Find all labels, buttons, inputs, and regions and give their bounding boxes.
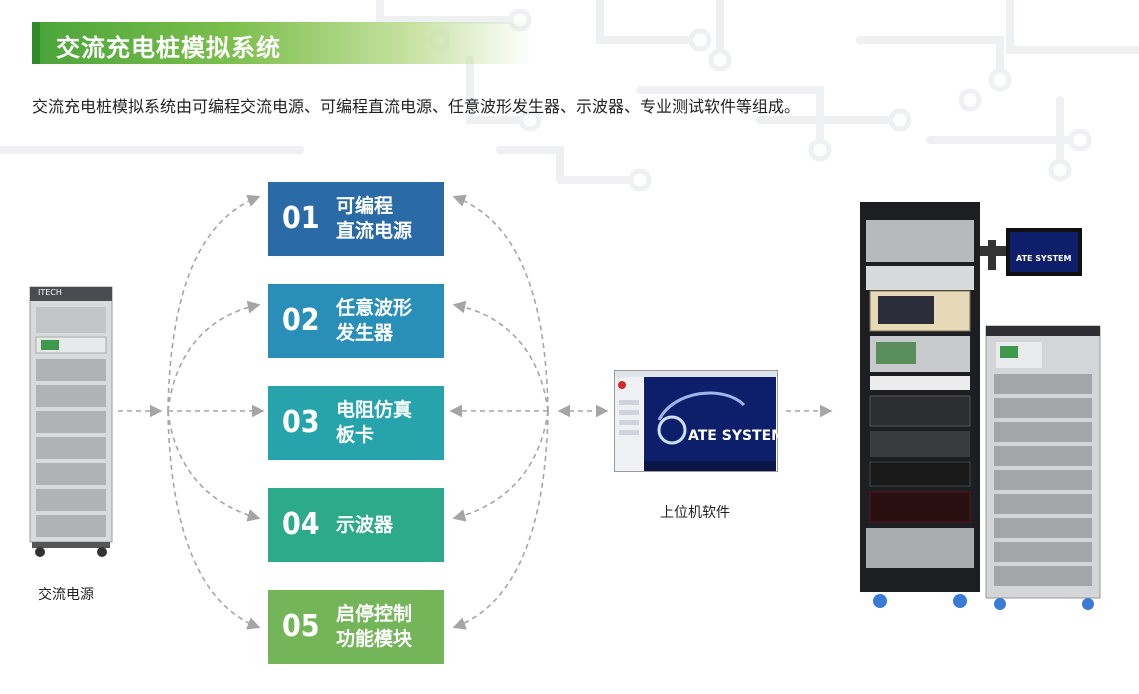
module-label-line2: 板卡 [336,424,375,446]
module-label: 任意波形 发生器 [336,284,440,358]
module-box-02: 02 任意波形 发生器 [268,284,444,358]
title-bar [32,22,532,64]
module-label: 可编程 直流电源 [336,182,440,256]
module-number: 05 [282,609,320,644]
module-label: 示波器 [336,488,440,562]
module-number: 04 [282,507,320,542]
module-box-04: 04 示波器 [268,488,444,562]
module-label-line2: 发生器 [336,322,394,344]
module-label-line2: 功能模块 [336,628,413,650]
module-label: 电阻仿真 板卡 [336,386,440,460]
test-rack-image [860,202,1101,610]
ac-source-brand: ITECH [38,288,62,297]
module-number: 03 [282,405,320,440]
intro-text: 交流充电桩模拟系统由可编程交流电源、可编程直流电源、任意波形发生器、示波器、专业… [32,97,801,116]
module-box-05: 05 启停控制 功能模块 [268,590,444,664]
ac-source-cabinet-image [29,286,113,557]
module-label-line1: 启停控制 [336,603,413,625]
module-label-line1: 示波器 [336,513,394,536]
title-accent [32,22,40,64]
monitor-splash-text: ATE SYSTEM [1016,254,1072,263]
module-number: 02 [282,303,320,338]
module-label-line2: 直流电源 [336,220,413,242]
module-box-03: 03 电阻仿真 板卡 [268,386,444,460]
module-label-line1: 电阻仿真 [336,399,413,421]
page-title: 交流充电桩模拟系统 [56,34,281,62]
module-number: 01 [282,201,320,236]
software-label: 上位机软件 [660,505,730,521]
module-label: 启停控制 功能模块 [336,590,440,664]
software-screenshot [614,370,778,472]
module-box-01: 01 可编程 直流电源 [268,182,444,256]
software-splash-text: ATE SYSTEM [688,428,786,444]
ac-source-label: 交流电源 [38,587,94,603]
module-label-line1: 任意波形 [336,297,413,319]
module-label-line1: 可编程 [336,195,394,217]
